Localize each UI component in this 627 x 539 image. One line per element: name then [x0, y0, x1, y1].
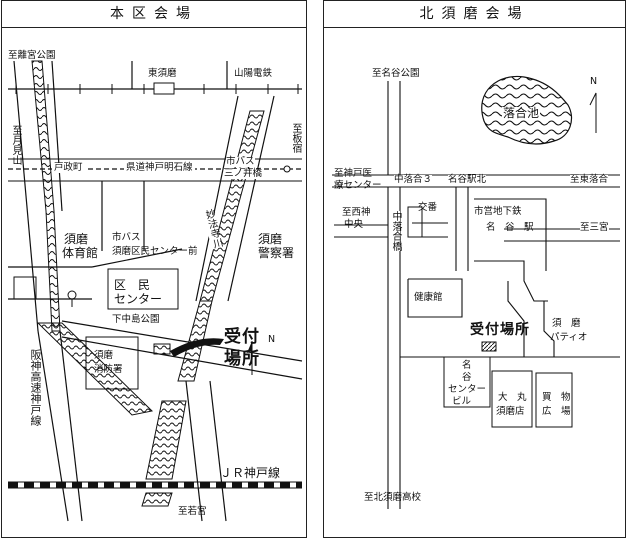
label-kenkoukan: 健康館 — [414, 292, 443, 303]
label-north-left: N — [268, 334, 276, 345]
kitasuma-map-drawing — [332, 75, 620, 509]
label-fire-2: 消防署 — [94, 364, 123, 375]
label-sanomiya: 至三宮 — [580, 222, 609, 233]
reception-box-icon — [153, 343, 171, 355]
higashisuma-station — [153, 82, 175, 95]
label-nishikobe-1: 至西神 — [342, 207, 371, 218]
label-rikyu: 至離宮公園 — [8, 50, 56, 61]
naya-center-building — [443, 356, 491, 408]
kumin-center-building — [107, 268, 179, 310]
label-hospital-1: 至神戸医 — [334, 168, 373, 179]
label-suma-police-2: 警察署 — [258, 246, 295, 260]
label-itayado: 至板宿 — [290, 123, 301, 153]
hanshin-expressway — [13, 60, 83, 522]
north-arrow-icon — [247, 341, 253, 375]
label-naya-center-4: ビル — [452, 396, 472, 407]
label-higashiochiai: 至東落合 — [570, 174, 609, 185]
shopping-plaza — [535, 372, 573, 428]
reception-marker-icon — [481, 341, 497, 352]
kitasuma-venue-title: 北須磨会場 — [324, 1, 625, 28]
label-daimaru-2: 須磨店 — [496, 406, 525, 417]
label-bus: 市バス — [226, 156, 255, 167]
label-nayadani-park: 至名谷公園 — [372, 68, 420, 79]
roads-right — [332, 81, 620, 509]
label-uketsuke-1: 受付 — [224, 327, 260, 347]
label-bus-stop-2b: 須磨区民センター前 — [112, 246, 198, 257]
label-tomasacho: 戸政町 — [52, 162, 85, 173]
label-naya-station: 名 谷 駅 — [486, 222, 534, 233]
label-naya-center-1: 名 — [462, 360, 472, 371]
gym-marker — [67, 290, 77, 307]
label-suma-gym-1: 須磨 — [64, 232, 89, 246]
fire-station-building — [85, 336, 139, 390]
label-ochiai-pond: 落合池 — [502, 106, 541, 120]
label-kumin-2: センター — [114, 292, 163, 306]
sannoi-bus-stop-icon — [283, 165, 291, 173]
daimaru-building — [491, 370, 533, 428]
label-suma-police-1: 須磨 — [258, 232, 283, 246]
label-suma-gym-2: 体育館 — [62, 246, 99, 260]
label-sanyo: 山陽電鉄 — [234, 68, 273, 79]
label-kaimono-1: 買 物 — [542, 392, 571, 403]
buildings-right — [407, 206, 573, 428]
label-naya-center-2: 谷 — [462, 372, 472, 383]
main-venue-map: 本区会場 — [1, 0, 307, 538]
label-kitasuma-hs: 至北須磨高校 — [364, 492, 422, 503]
main-venue-title: 本区会場 — [2, 1, 306, 28]
main-venue-map-drawing — [8, 60, 303, 522]
label-fire-1: 須磨 — [94, 350, 114, 361]
label-koban: 交番 — [418, 202, 438, 213]
label-higashisuma: 東須磨 — [148, 68, 177, 79]
label-kendo: 県道神戸明石線 — [124, 162, 195, 173]
buildings — [13, 268, 179, 390]
uketsuke-marker — [153, 338, 224, 357]
label-nakaochiai-bridge: 中落合橋 — [390, 211, 401, 251]
label-tsukimiyama: 至月見山 — [10, 125, 21, 165]
label-bus-stop-2a: 市バス — [112, 232, 141, 243]
label-north-right: N — [590, 76, 598, 87]
label-kumin-1: 区 民 — [114, 278, 151, 292]
label-patio-2: パティオ — [550, 332, 588, 343]
label-nayaeki-kita: 名谷駅北 — [448, 174, 487, 185]
label-uketsuke-2: 場所 — [224, 349, 260, 369]
label-wakamiya: 至若宮 — [178, 506, 207, 517]
label-nishikobe-2: 中央 — [344, 219, 364, 230]
label-naya-center-3: センター — [448, 384, 487, 395]
label-subway: 市営地下鉄 — [474, 206, 522, 217]
label-sannoi: 三ノ井橋 — [224, 168, 263, 179]
north-arrow-icon-right — [589, 92, 597, 133]
label-hospital-2: 療センター — [334, 180, 382, 191]
label-daimaru-1: 大 丸 — [498, 392, 527, 403]
label-patio-1: 須 磨 — [552, 318, 581, 329]
label-nakaochiai3: 中落合３ — [394, 174, 433, 185]
kitasuma-venue-map: 北須磨会場 — [323, 0, 626, 538]
reception-arrow-icon — [170, 338, 224, 357]
jr-railway — [8, 481, 302, 489]
label-hanshin: 阪神高速神戸線 — [29, 349, 42, 426]
sanyo-railway — [8, 82, 302, 95]
label-jr: ＪＲ神戸線 — [220, 466, 281, 480]
label-kaimono-2: 広 場 — [542, 406, 571, 417]
label-shimonakajima: 下中島公園 — [112, 314, 160, 325]
label-uketsuke-right: 受付場所 — [470, 322, 530, 338]
